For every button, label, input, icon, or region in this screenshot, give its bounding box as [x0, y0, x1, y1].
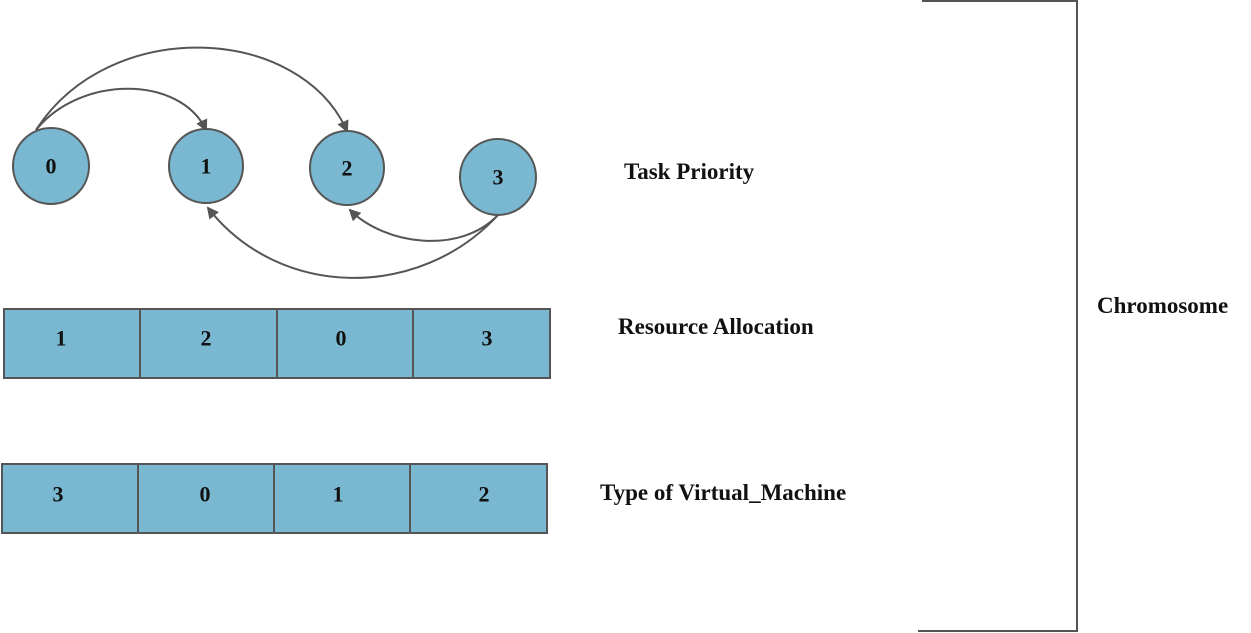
vm-type-cell-label: 2	[479, 482, 490, 507]
arc-3-to-2	[348, 208, 499, 242]
arc-3-to-1	[206, 206, 499, 279]
chromosome-bracket	[918, 0, 1078, 632]
vm-type-cell-0: 3	[1, 463, 139, 534]
task-node-2: 2	[309, 130, 385, 206]
task-node-label: 2	[342, 156, 353, 181]
arc-0-to-1	[35, 87, 208, 132]
resource-cell-label: 3	[482, 326, 493, 351]
vm-type-label: Type of Virtual_Machine	[600, 480, 846, 505]
resource-cell-0: 1	[3, 308, 141, 379]
chromosome-label: Chromosome	[1097, 293, 1228, 318]
vm-type-row: 3 0 1 2	[1, 463, 548, 534]
vm-type-cell-label: 1	[333, 482, 344, 507]
resource-cell-1: 2	[139, 308, 278, 379]
task-node-label: 0	[46, 154, 57, 179]
resource-cell-label: 2	[201, 326, 212, 351]
task-node-label: 3	[493, 165, 504, 190]
resource-allocation-label: Resource Allocation	[618, 314, 814, 339]
task-node-1: 1	[168, 128, 244, 204]
task-priority-label: Task Priority	[624, 159, 755, 184]
resource-cell-3: 3	[412, 308, 551, 379]
vm-type-cell-label: 0	[200, 482, 211, 507]
resource-cell-label: 1	[56, 326, 67, 351]
task-priority-nodes: 0 1 2 3	[12, 127, 537, 216]
arc-0-to-2	[35, 46, 349, 133]
resource-cell-2: 0	[276, 308, 414, 379]
vm-type-cell-1: 0	[137, 463, 275, 534]
task-node-label: 1	[201, 154, 212, 179]
vm-type-cell-3: 2	[409, 463, 548, 534]
resource-allocation-row: 1 2 0 3	[3, 308, 551, 379]
vm-type-cell-2: 1	[273, 463, 411, 534]
dependency-arcs	[35, 46, 499, 279]
resource-cell-label: 0	[336, 326, 347, 351]
task-node-3: 3	[459, 138, 537, 216]
vm-type-cell-label: 3	[53, 482, 64, 507]
task-node-0: 0	[12, 127, 90, 205]
